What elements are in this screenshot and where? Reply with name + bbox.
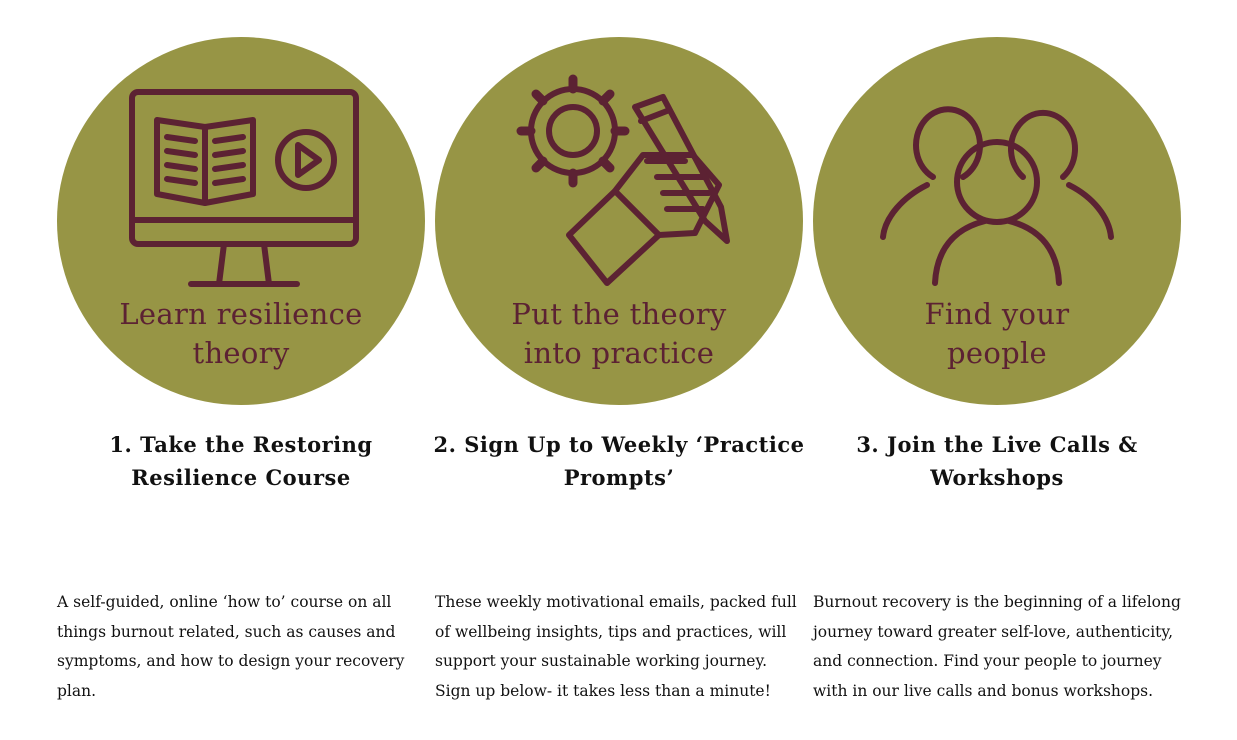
circle-caption: Find your people	[813, 295, 1181, 373]
caption-line: theory	[192, 336, 290, 370]
people-group-icon	[880, 106, 1114, 286]
monitor-book-play-icon	[129, 89, 359, 287]
caption-line: into practice	[523, 336, 715, 370]
caption-line: people	[947, 336, 1047, 370]
step-description: A self-guided, online ‘how to’ course on…	[57, 593, 405, 701]
circle-caption: Learn resilience theory	[57, 295, 425, 373]
caption-line: Learn resilience	[119, 297, 363, 331]
step-title: 2. Sign Up to Weekly ‘Practice Prompts’	[433, 432, 805, 490]
course-circle: Learn resilience theory	[57, 37, 425, 405]
step-description: These weekly motivational emails, packed…	[435, 593, 797, 701]
circle-caption: Put the theory into practice	[435, 295, 803, 373]
gear-hand-pencil-icon	[516, 74, 730, 286]
practice-circle: Put the theory into practice	[435, 37, 803, 405]
step-title: 1. Take the Restoring Resilience Course	[109, 432, 373, 490]
step-description: Burnout recovery is the beginning of a l…	[813, 593, 1181, 701]
people-circle: Find your people	[813, 37, 1181, 405]
caption-line: Find your	[924, 297, 1070, 331]
step-title: 3. Join the Live Calls & Workshops	[856, 432, 1138, 490]
caption-line: Put the theory	[511, 297, 727, 331]
